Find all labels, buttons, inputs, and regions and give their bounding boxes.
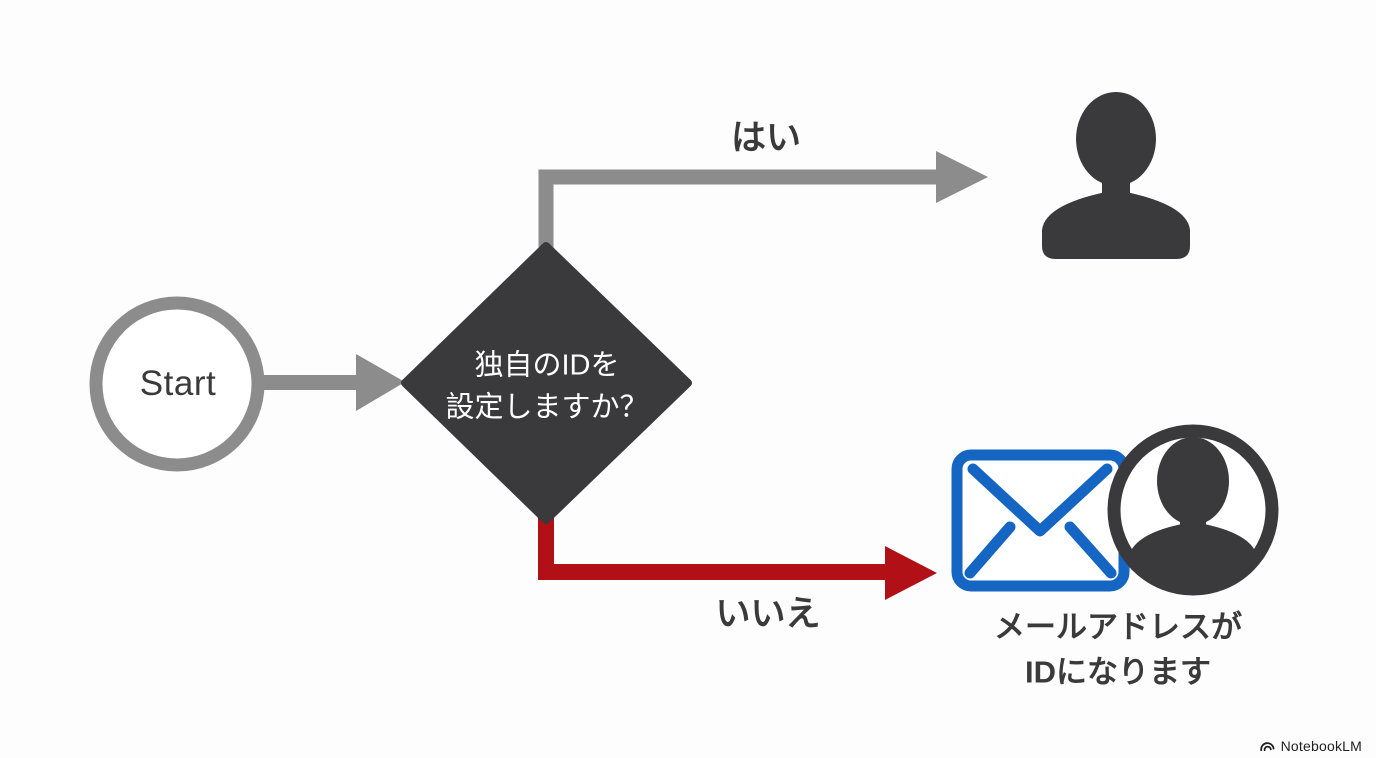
start-to-decision-arrow xyxy=(258,354,405,411)
person-in-circle-icon xyxy=(1107,424,1279,596)
decision-node-label: 独自のIDを 設定しますか？ xyxy=(445,345,648,430)
no-branch-label: いいえ xyxy=(715,594,821,634)
watermark: NotebookLM xyxy=(1259,738,1362,754)
email-id-caption: メールアドレスが IDになります xyxy=(994,605,1242,694)
yes-branch-label: はい xyxy=(730,118,802,158)
decision-label-line1: 独自のIDを xyxy=(474,349,620,382)
no-arrow xyxy=(538,510,937,600)
decision-node xyxy=(401,242,692,524)
email-id-caption-line1: メールアドレスが xyxy=(994,609,1242,645)
email-id-caption-line2: IDになります xyxy=(1025,654,1211,689)
notebooklm-logo-icon xyxy=(1259,742,1275,752)
decision-label-line2: 設定しますか？ xyxy=(445,392,649,424)
watermark-label: NotebookLM xyxy=(1280,738,1362,754)
envelope-icon xyxy=(951,449,1130,592)
start-node xyxy=(89,296,265,472)
person-icon xyxy=(1042,92,1190,259)
start-node-label: Start xyxy=(139,364,217,403)
yes-arrow xyxy=(538,151,988,254)
